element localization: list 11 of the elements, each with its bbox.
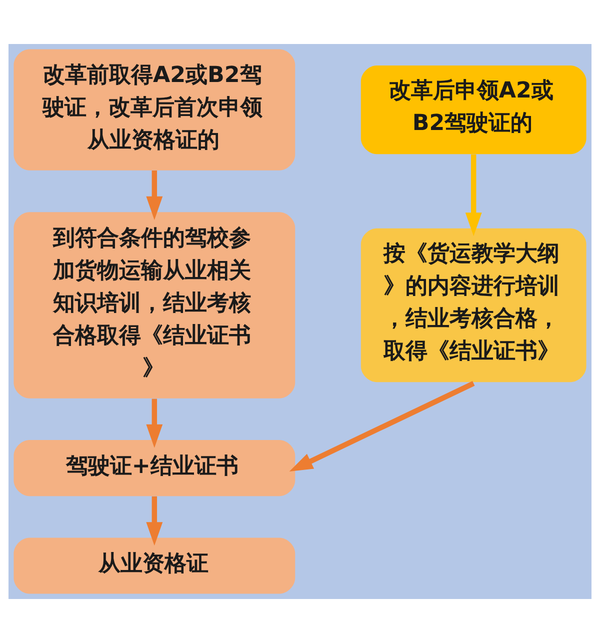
arrow bbox=[146, 496, 163, 546]
node-box: 改革前取得A2或B2驾驶证，改革后首次申领从业资格证的 bbox=[14, 49, 296, 170]
node-box: 到符合条件的驾校参加货物运输从业相关知识培训，结业考核合格取得《结业证书》 bbox=[14, 212, 296, 398]
arrow bbox=[146, 170, 163, 220]
node-box: 驾驶证+结业证书 bbox=[14, 440, 296, 496]
node-box: 改革后申领A2或B2驾驶证的 bbox=[360, 66, 586, 154]
arrow bbox=[146, 398, 163, 448]
node-box: 从业资格证 bbox=[14, 538, 296, 594]
arrow bbox=[465, 154, 482, 236]
node-box: 按《货运教学大纲》的内容进行培训，结业考核合格，取得《结业证书》 bbox=[360, 228, 586, 382]
arrow bbox=[289, 381, 475, 472]
